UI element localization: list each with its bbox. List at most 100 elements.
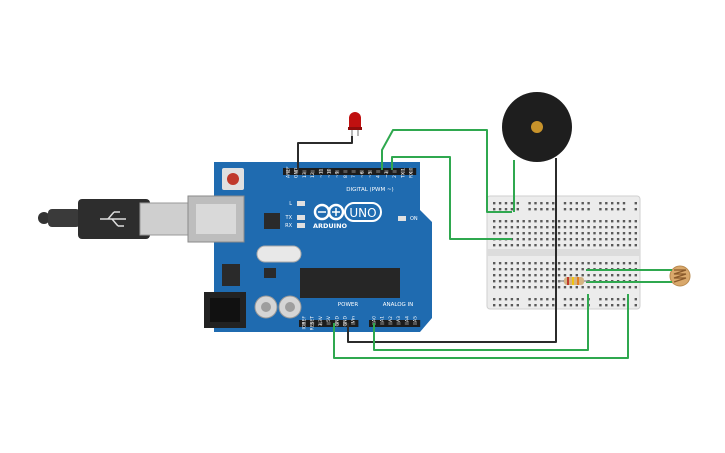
breadboard-hole[interactable] — [534, 220, 537, 223]
breadboard-hole[interactable] — [575, 286, 578, 289]
breadboard-hole[interactable] — [498, 268, 502, 271]
breadboard-hole[interactable] — [510, 304, 514, 307]
breadboard-hole[interactable] — [563, 238, 567, 241]
breadboard-hole[interactable] — [575, 202, 578, 205]
breadboard-hole[interactable] — [605, 304, 608, 307]
breadboard-hole[interactable] — [552, 262, 555, 265]
breadboard-hole[interactable] — [510, 226, 514, 229]
breadboard-hole[interactable] — [628, 238, 632, 241]
breadboard-hole[interactable] — [634, 274, 637, 277]
breadboard-hole[interactable] — [575, 262, 578, 265]
digital-pin-socket[interactable] — [302, 170, 307, 173]
breadboard-hole[interactable] — [616, 244, 620, 247]
breadboard-hole[interactable] — [546, 226, 549, 229]
breadboard-hole[interactable] — [599, 286, 602, 289]
breadboard-hole[interactable] — [599, 220, 602, 223]
breadboard-hole[interactable] — [552, 226, 555, 229]
breadboard-hole[interactable] — [546, 238, 549, 241]
breadboard-hole[interactable] — [605, 298, 608, 301]
breadboard-hole[interactable] — [504, 262, 508, 265]
breadboard-hole[interactable] — [605, 286, 608, 289]
breadboard-hole[interactable] — [510, 232, 514, 235]
breadboard-hole[interactable] — [510, 298, 514, 301]
breadboard-hole[interactable] — [634, 232, 637, 235]
breadboard-hole[interactable] — [504, 268, 508, 271]
breadboard-hole[interactable] — [557, 262, 561, 265]
breadboard-hole[interactable] — [575, 274, 578, 277]
breadboard-hole[interactable] — [534, 298, 537, 301]
breadboard-hole[interactable] — [634, 298, 637, 301]
breadboard-hole[interactable] — [557, 238, 561, 241]
breadboard-hole[interactable] — [569, 238, 573, 241]
breadboard-hole[interactable] — [622, 220, 626, 223]
digital-pin-socket[interactable] — [400, 170, 405, 173]
breadboard-hole[interactable] — [540, 220, 543, 223]
breadboard-hole[interactable] — [534, 232, 537, 235]
breadboard-hole[interactable] — [493, 232, 496, 235]
breadboard-hole[interactable] — [581, 238, 584, 241]
breadboard-hole[interactable] — [611, 232, 614, 235]
power-pin-socket[interactable] — [351, 322, 356, 325]
breadboard-hole[interactable] — [510, 208, 514, 211]
breadboard-hole[interactable] — [605, 202, 608, 205]
breadboard-hole[interactable] — [522, 232, 525, 235]
breadboard-hole[interactable] — [498, 226, 502, 229]
breadboard-hole[interactable] — [504, 286, 508, 289]
breadboard-hole[interactable] — [552, 304, 555, 307]
breadboard-hole[interactable] — [498, 244, 502, 247]
breadboard-hole[interactable] — [634, 304, 637, 307]
breadboard-hole[interactable] — [534, 280, 537, 283]
breadboard-hole[interactable] — [510, 268, 514, 271]
breadboard-hole[interactable] — [546, 208, 549, 211]
breadboard-hole[interactable] — [622, 262, 626, 265]
breadboard-hole[interactable] — [534, 202, 537, 205]
breadboard-hole[interactable] — [605, 262, 608, 265]
digital-pin-socket[interactable] — [310, 170, 315, 173]
digital-pin-socket[interactable] — [335, 170, 340, 173]
digital-pin-socket[interactable] — [392, 170, 397, 173]
breadboard-hole[interactable] — [504, 202, 508, 205]
breadboard-hole[interactable] — [516, 238, 519, 241]
breadboard-hole[interactable] — [510, 280, 514, 283]
breadboard-hole[interactable] — [599, 274, 602, 277]
breadboard-hole[interactable] — [546, 286, 549, 289]
breadboard-hole[interactable] — [575, 238, 578, 241]
breadboard-hole[interactable] — [493, 202, 496, 205]
breadboard-hole[interactable] — [528, 286, 531, 289]
breadboard-hole[interactable] — [605, 238, 608, 241]
breadboard-hole[interactable] — [622, 298, 626, 301]
breadboard-hole[interactable] — [605, 274, 608, 277]
breadboard-hole[interactable] — [522, 262, 525, 265]
breadboard-hole[interactable] — [557, 274, 561, 277]
breadboard-hole[interactable] — [611, 226, 614, 229]
breadboard-hole[interactable] — [546, 202, 549, 205]
breadboard-hole[interactable] — [563, 232, 567, 235]
power-pin-socket[interactable] — [334, 322, 339, 325]
breadboard-hole[interactable] — [528, 280, 531, 283]
breadboard-hole[interactable] — [516, 244, 519, 247]
breadboard-hole[interactable] — [611, 304, 614, 307]
breadboard-hole[interactable] — [587, 274, 590, 277]
breadboard-hole[interactable] — [575, 226, 578, 229]
analog-pin-socket[interactable] — [388, 322, 393, 325]
breadboard-hole[interactable] — [493, 286, 496, 289]
breadboard-hole[interactable] — [546, 304, 549, 307]
digital-pin-socket[interactable] — [343, 170, 348, 173]
breadboard-hole[interactable] — [510, 202, 514, 205]
breadboard-hole[interactable] — [540, 298, 543, 301]
breadboard-hole[interactable] — [540, 232, 543, 235]
breadboard-hole[interactable] — [534, 304, 537, 307]
breadboard-hole[interactable] — [587, 220, 590, 223]
breadboard-hole[interactable] — [498, 208, 502, 211]
digital-pin-socket[interactable] — [368, 170, 372, 173]
breadboard-hole[interactable] — [605, 226, 608, 229]
breadboard-hole[interactable] — [522, 238, 525, 241]
breadboard-hole[interactable] — [563, 262, 567, 265]
breadboard-hole[interactable] — [611, 238, 614, 241]
breadboard-hole[interactable] — [581, 286, 584, 289]
breadboard-hole[interactable] — [622, 238, 626, 241]
breadboard-hole[interactable] — [522, 244, 525, 247]
breadboard-hole[interactable] — [593, 262, 596, 265]
breadboard-hole[interactable] — [628, 244, 632, 247]
power-pin-socket[interactable] — [343, 322, 347, 325]
